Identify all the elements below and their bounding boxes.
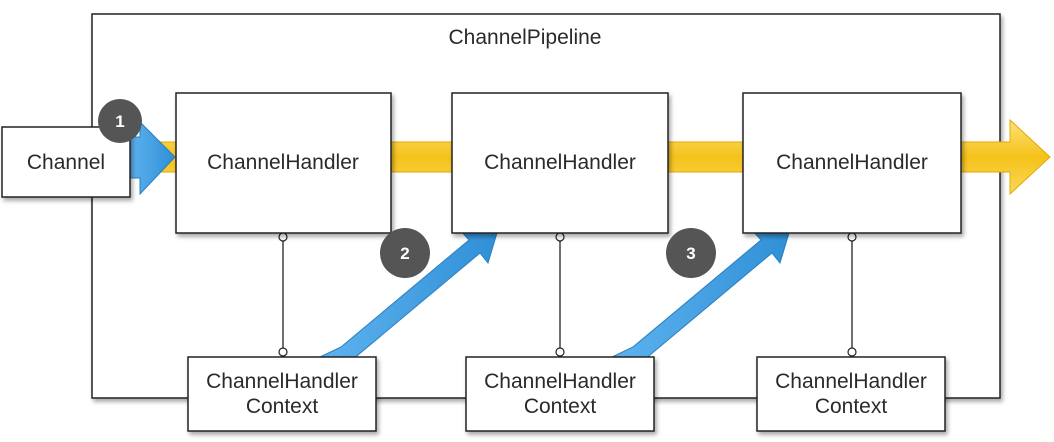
context-label-line1: ChannelHandler xyxy=(484,370,636,393)
step-badge-1: 1 xyxy=(98,99,142,143)
context-label-line2: Context xyxy=(246,395,319,418)
step-number: 1 xyxy=(115,112,124,131)
handler-box-2: ChannelHandler xyxy=(451,92,669,234)
pipeline-title: ChannelPipeline xyxy=(449,26,602,49)
handler-label: ChannelHandler xyxy=(776,151,928,174)
channel-box: Channel xyxy=(1,126,131,198)
context-label-line2: Context xyxy=(524,395,597,418)
context-label-line2: Context xyxy=(815,395,888,418)
channel-label: Channel xyxy=(27,151,105,174)
connector-3 xyxy=(847,232,857,357)
handler-box-3: ChannelHandler xyxy=(742,92,962,234)
context-box-2: ChannelHandler Context xyxy=(465,356,655,432)
step-badge-2: 2 xyxy=(380,228,430,278)
handler-box-1: ChannelHandler xyxy=(175,92,392,234)
handler-label: ChannelHandler xyxy=(484,151,636,174)
context-box-1: ChannelHandler Context xyxy=(187,356,377,432)
context-label-line1: ChannelHandler xyxy=(206,370,358,393)
handler-label: ChannelHandler xyxy=(207,151,359,174)
step-number: 2 xyxy=(400,244,409,263)
connector-1 xyxy=(278,232,288,357)
step-number: 3 xyxy=(686,244,695,263)
context-box-3: ChannelHandler Context xyxy=(756,356,946,432)
step-badge-3: 3 xyxy=(666,228,716,278)
context-label-line1: ChannelHandler xyxy=(775,370,927,393)
